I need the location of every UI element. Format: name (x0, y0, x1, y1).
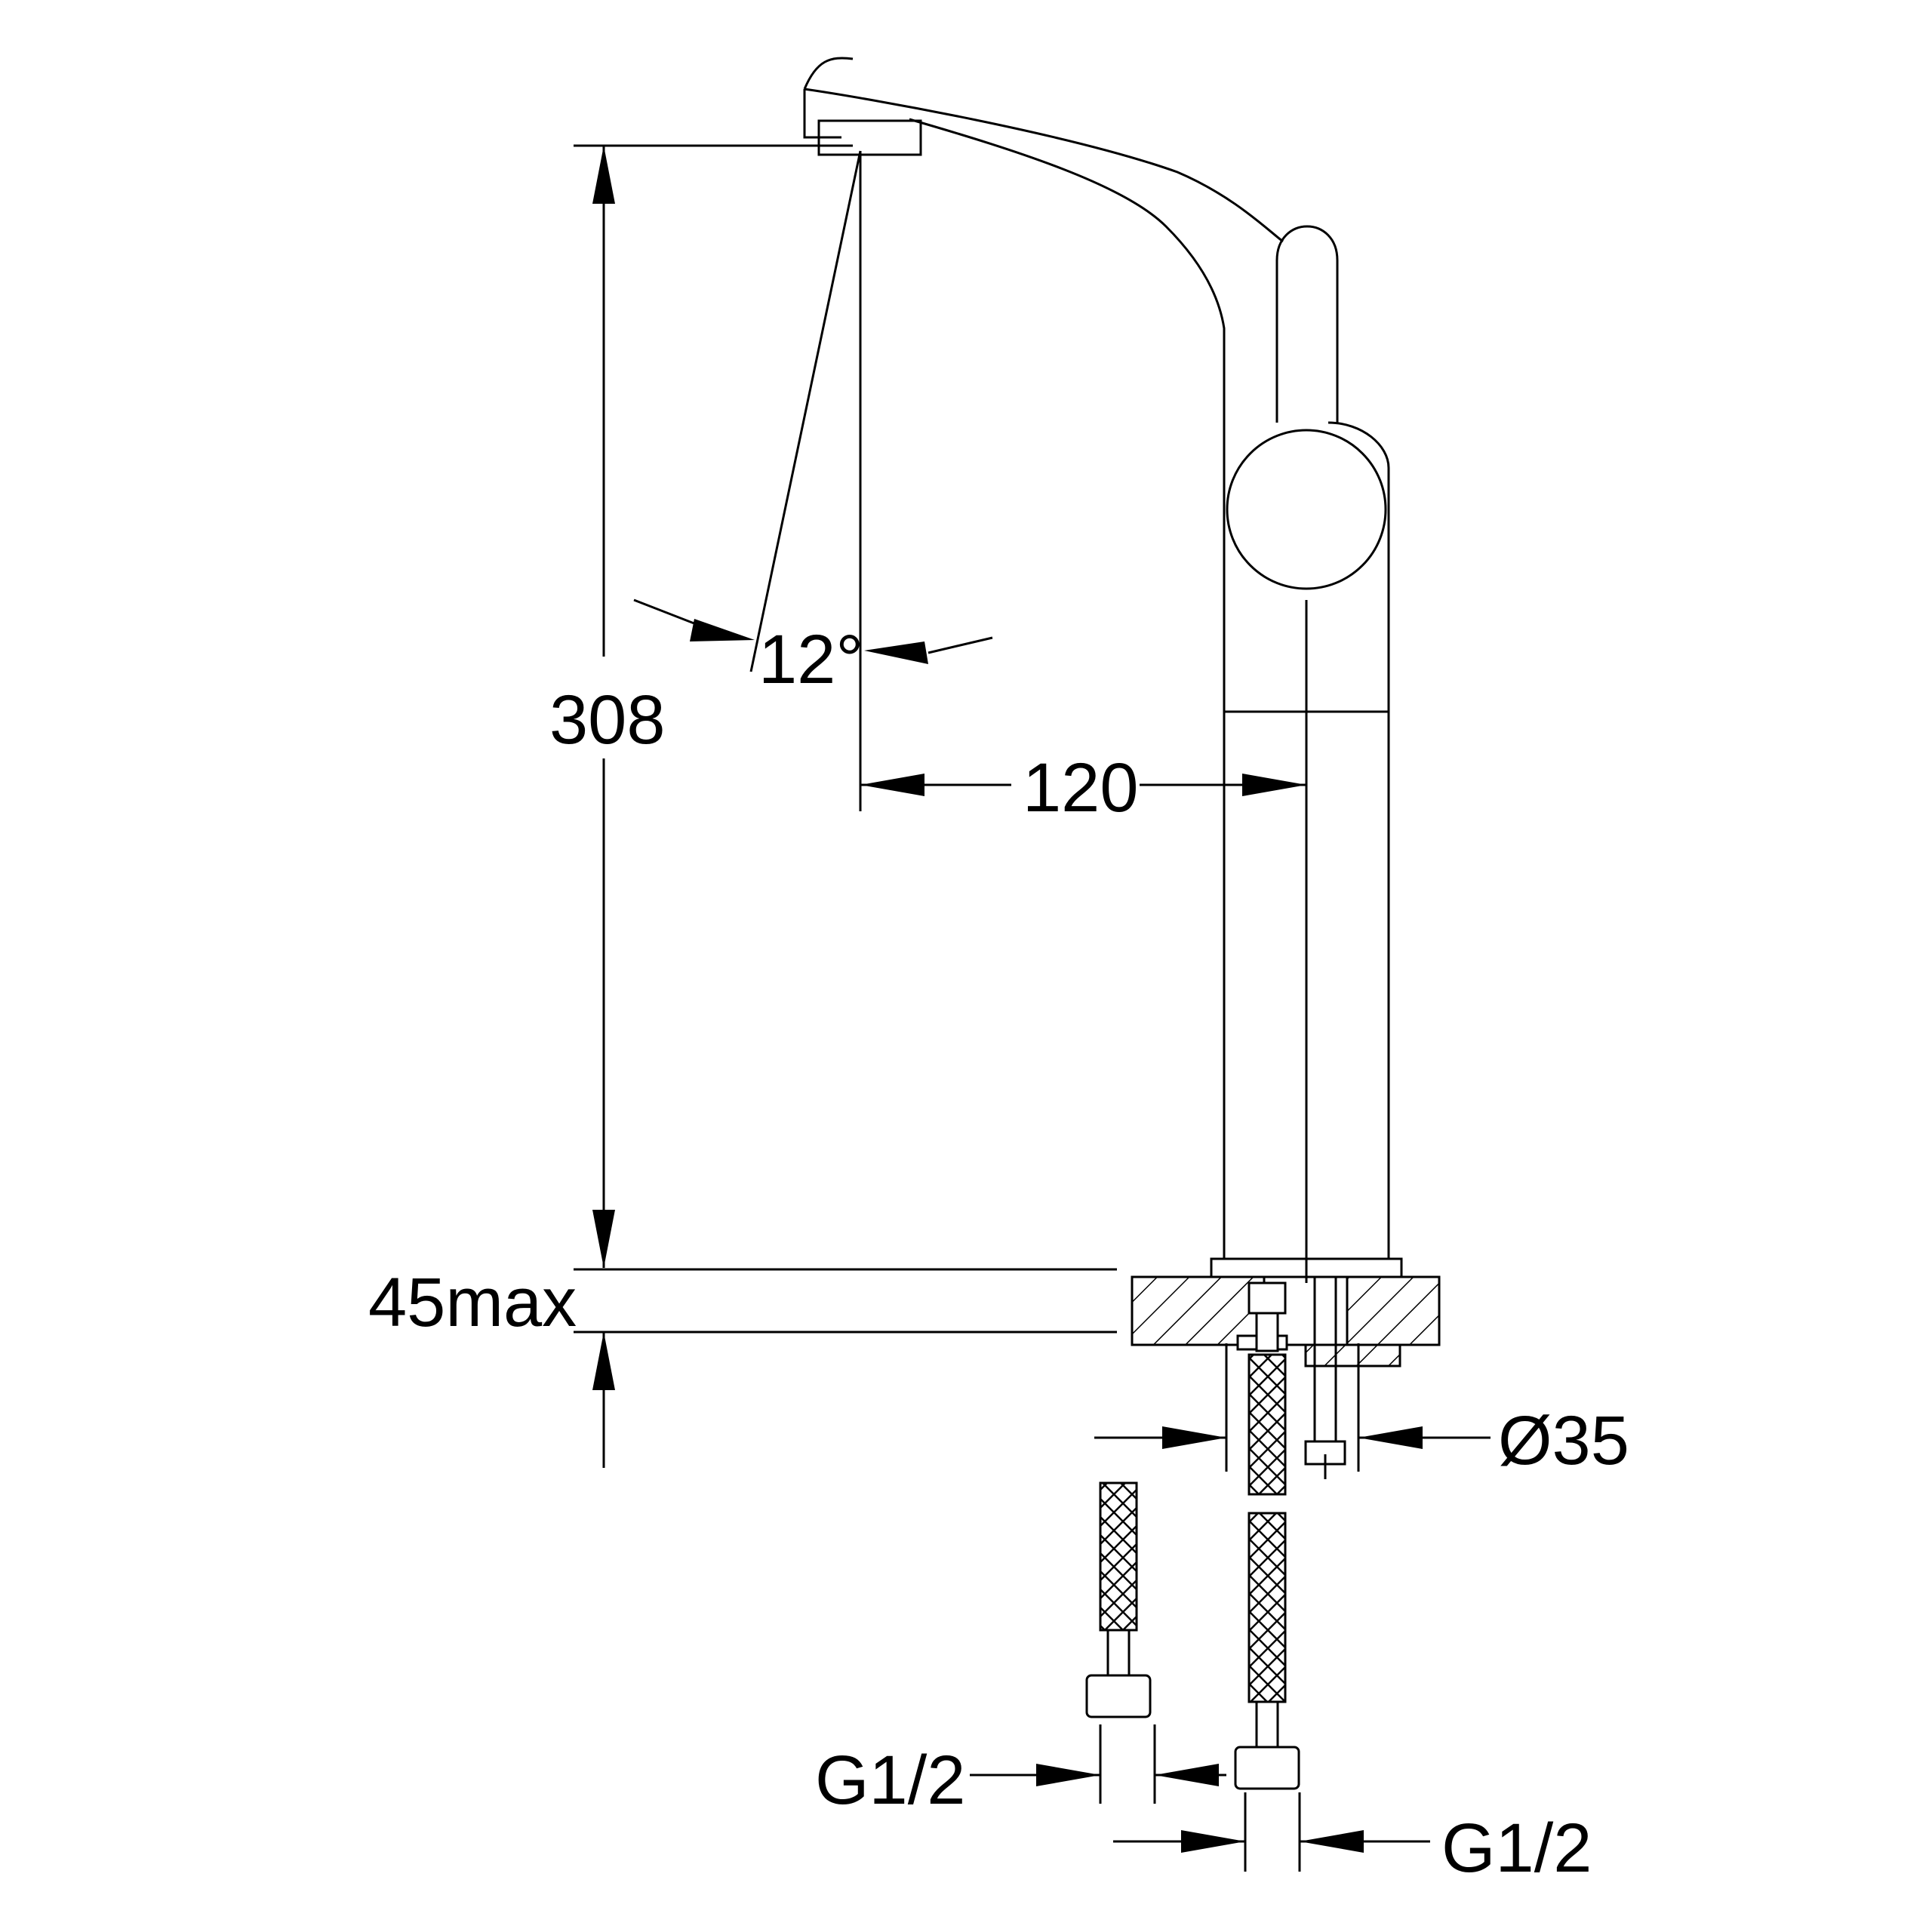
dimension-labels: 308 12° 120 45max Ø35 G1/2 G1/2 (368, 621, 1629, 1887)
angle-leader-right (928, 636, 993, 654)
arrow-308-top (592, 146, 615, 204)
cartridge-housing (1327, 421, 1390, 528)
hose-braid-main-bottom (1247, 1512, 1287, 1703)
dim-angle-label: 12° (758, 621, 863, 698)
aerator (817, 119, 922, 156)
clamp-plate (1304, 1343, 1401, 1367)
hose-braid-secondary (1099, 1481, 1138, 1632)
hose-nut-left (1085, 1674, 1152, 1718)
arrow-45-bottom (592, 1332, 615, 1390)
arrow-angle-right (864, 641, 928, 664)
deck-hatch-right (1346, 1275, 1441, 1346)
dim-deck-thickness-label: 45max (368, 1264, 577, 1341)
hose-fitting-top (1247, 1281, 1287, 1315)
dim-base-diameter-label: Ø35 (1498, 1402, 1629, 1479)
hose-collar-bottom (1255, 1700, 1279, 1749)
angle-leader-left (633, 598, 703, 628)
dim-thread-left-label: G1/2 (815, 1742, 965, 1819)
arrow-g12-right-b (1300, 1830, 1364, 1853)
dimension-lines (574, 144, 1491, 1872)
dim-reach-label: 120 (1023, 749, 1139, 826)
arrow-308-bottom (592, 1210, 615, 1268)
arrow-120-left (860, 774, 924, 796)
supply-hoses (1085, 1281, 1300, 1790)
faucet-outline (803, 57, 1403, 1283)
dim-height-label: 308 (549, 681, 666, 758)
hose-nut-right (1234, 1746, 1300, 1790)
spout-tip (803, 57, 854, 90)
arrow-35-right (1358, 1426, 1423, 1449)
hose-collar-top (1255, 1312, 1279, 1352)
cartridge-knob (1226, 429, 1387, 590)
lever-handle (1275, 225, 1339, 423)
arrowheads (592, 146, 1423, 1853)
spout-tip-cap (803, 89, 841, 139)
arrow-g12-left-b (1155, 1764, 1219, 1786)
hose-braid-main-top (1247, 1353, 1287, 1496)
countertop (1131, 1275, 1441, 1479)
hose-collar-secondary (1106, 1629, 1131, 1677)
arrow-angle-left (690, 619, 755, 641)
arrow-g12-left-a (1036, 1764, 1100, 1786)
angle-leg-inclined (749, 150, 862, 672)
spout-bottom-contour (909, 118, 1226, 1259)
arrow-120-right (1242, 774, 1306, 796)
dim-thread-right-label: G1/2 (1441, 1810, 1592, 1887)
spout-top-contour (804, 88, 1284, 243)
arrow-35-left (1162, 1426, 1226, 1449)
arrow-g12-right-a (1181, 1830, 1245, 1853)
